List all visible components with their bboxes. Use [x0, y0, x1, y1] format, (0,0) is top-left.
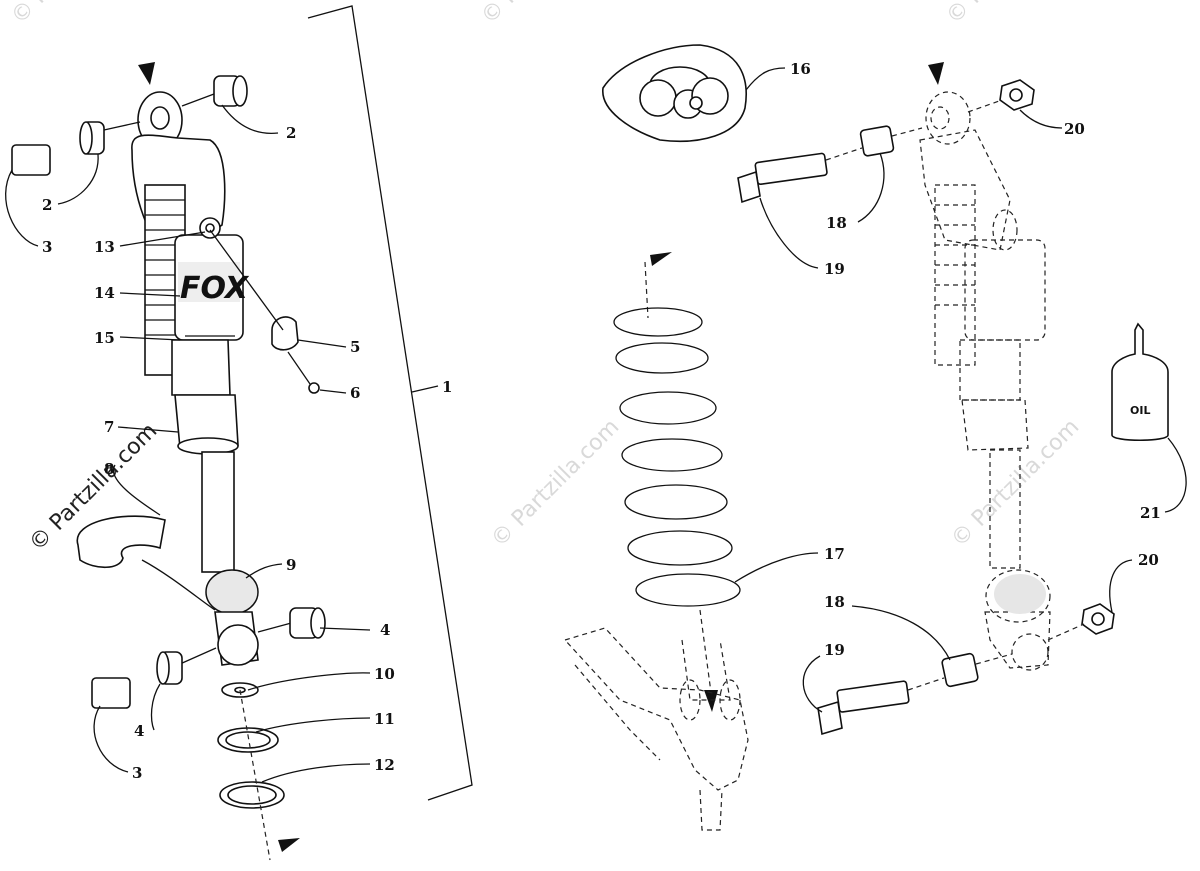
shock-lower-eye	[214, 611, 259, 666]
label-part-19-bottom: 19	[824, 641, 845, 659]
arrow-marker-spring-top	[650, 252, 672, 266]
label-part-14: 14	[94, 284, 115, 302]
label-part-20-top: 20	[1064, 120, 1085, 138]
valve-knob	[199, 217, 221, 239]
shock-reservoir: FOX	[174, 234, 250, 341]
label-part-20-bottom: 20	[1138, 551, 1159, 569]
retaining-clip	[76, 464, 166, 569]
watermark-top-left: © Partzilla.com	[7, 0, 145, 29]
label-part-5: 5	[350, 338, 360, 356]
guide-line-top-right	[181, 93, 215, 107]
leader-17	[734, 552, 819, 583]
adjuster-knob	[209, 229, 311, 385]
phantom-suspension-arm	[563, 627, 749, 831]
coil-spring	[613, 307, 741, 607]
label-part-18-bottom: 18	[824, 593, 845, 611]
guide-line-lower-left	[179, 647, 217, 665]
leaders-right	[759, 109, 1187, 713]
label-part-3-bottom: 3	[132, 764, 142, 782]
bolt-axis-top-2	[891, 127, 923, 137]
watermark-top-right: © Partzilla.com	[942, 0, 1080, 29]
shock-shaft	[201, 451, 235, 573]
label-part-2-top-left: 2	[42, 196, 52, 214]
guide-line-top-left	[103, 121, 141, 131]
spanner-nut-upper	[217, 727, 279, 753]
label-part-2-top-right: 2	[286, 124, 296, 142]
leaders-left	[5, 104, 371, 783]
label-part-15: 15	[94, 329, 115, 347]
bushing-top-right	[213, 75, 248, 107]
label-part-16: 16	[790, 60, 811, 78]
label-part-8: 8	[104, 460, 114, 478]
label-part-19-top: 19	[824, 260, 845, 278]
sleeve-top-left	[11, 144, 51, 176]
centerline-lower-left	[239, 689, 271, 861]
guide-line-lower-right	[257, 621, 296, 633]
seal-kit-bag	[602, 44, 747, 143]
bolt-axis-lower-2	[975, 653, 1013, 665]
label-part-13: 13	[94, 238, 115, 256]
arrow-marker-bottom-left	[278, 838, 300, 852]
label-part-18-top: 18	[826, 214, 847, 232]
flange-bolt-lower	[817, 680, 910, 736]
flange-bolt-top	[737, 152, 828, 204]
bushing-lower-left	[156, 651, 183, 685]
bolt-axis-top-3	[967, 99, 1003, 113]
watermark-top-mid: © Partzilla.com	[477, 0, 615, 29]
arrow-marker-spring-bottom	[704, 690, 718, 712]
bolt-axis-top	[825, 147, 863, 161]
part-labels: 1 2 2 3 3 4 4 5 6 7 8 9 10 11 12 13 14 1…	[42, 60, 1161, 782]
phantom-shock	[919, 91, 1051, 671]
flange-nut-top	[999, 79, 1035, 111]
label-part-6: 6	[350, 384, 360, 402]
label-part-3-top: 3	[42, 238, 52, 256]
oil-bottle-label: OIL	[1130, 404, 1150, 417]
label-part-10: 10	[374, 665, 395, 683]
bushing-top-left	[79, 121, 105, 155]
sleeve-lower-left	[91, 677, 131, 709]
arrow-marker-top-right	[928, 62, 944, 85]
sleeve-lower-right	[941, 652, 979, 688]
bump-stop	[205, 569, 259, 615]
shock-lower-body	[171, 339, 231, 396]
label-part-11: 11	[374, 710, 395, 728]
watermark-mid-right: © Partzilla.com	[947, 415, 1085, 553]
centerline-spring-bottom	[699, 609, 713, 701]
leader-16	[745, 67, 786, 91]
fox-logo-text: FOX	[180, 271, 250, 306]
label-part-7: 7	[104, 418, 114, 436]
bump-stop-phantom	[994, 574, 1046, 614]
bushing-lower-right	[289, 607, 326, 639]
label-part-17: 17	[824, 545, 845, 563]
bolt-axis-lower-3	[1047, 623, 1085, 641]
screw-part	[308, 382, 320, 394]
label-part-21: 21	[1140, 504, 1161, 522]
label-part-9: 9	[286, 556, 296, 574]
spanner-nut-lower	[219, 781, 285, 809]
arrow-marker-top-left	[138, 62, 155, 85]
label-part-4-right: 4	[380, 621, 390, 639]
leader-1	[411, 385, 439, 393]
seal-cap	[174, 394, 239, 455]
label-part-4-left: 4	[134, 722, 144, 740]
bolt-axis-lower	[907, 677, 945, 691]
centerline-spring-top	[644, 261, 649, 319]
label-part-1: 1	[442, 378, 452, 396]
sleeve-top-right	[859, 125, 895, 157]
flange-nut-lower	[1081, 603, 1115, 635]
oil-bottle: OIL	[1111, 322, 1169, 441]
label-part-12: 12	[374, 756, 395, 774]
watermark-mid-center: © Partzilla.com	[487, 415, 625, 553]
assembly-bracket	[307, 5, 473, 801]
